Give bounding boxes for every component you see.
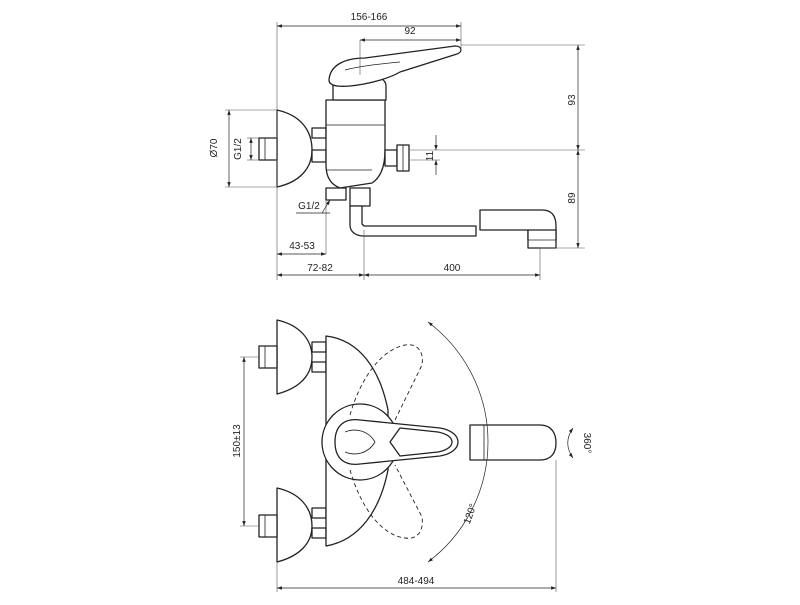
side-view: 156-166 92 93 11 89 Ø70 G1/2 G1/2 43-53 … xyxy=(209,12,585,280)
dim-depth-43-53: 43-53 xyxy=(289,241,315,252)
dim-spout-length: 400 xyxy=(444,263,461,274)
upper-inlet xyxy=(258,345,278,369)
lever-ghost-lower xyxy=(349,464,423,539)
dim-centers: 150±13 xyxy=(232,424,243,458)
dim-top-width: 156-166 xyxy=(351,12,388,23)
dim-depth-72-82: 72-82 xyxy=(307,263,333,274)
spout-aerator xyxy=(527,229,557,249)
dim-inlet-thread-bottom: G1/2 xyxy=(298,201,320,212)
rotation-arc-360 xyxy=(567,427,574,459)
wall-rosette xyxy=(276,109,313,188)
lower-inlet xyxy=(258,514,278,538)
dim-inlet-thread-wall: G1/2 xyxy=(233,138,244,160)
inlet-connector-lower xyxy=(311,149,327,163)
lower-rosette xyxy=(276,487,313,563)
wall-inlet xyxy=(258,137,278,161)
lever-ghost-upper xyxy=(349,344,423,421)
rotation-arc-120 xyxy=(427,321,489,563)
diverter-connector xyxy=(384,149,398,167)
dim-overall-length: 484-494 xyxy=(398,576,435,587)
mixer-body xyxy=(325,99,386,189)
dim-height-11: 11 xyxy=(425,150,436,161)
dim-height-89: 89 xyxy=(567,192,578,204)
spout xyxy=(349,205,477,237)
lever-handle xyxy=(328,45,462,87)
dim-spout-rotation: 360° xyxy=(581,433,592,454)
dim-handle-width: 92 xyxy=(404,26,416,37)
dim-wall-diameter: Ø70 xyxy=(209,138,220,157)
dim-height-93: 93 xyxy=(567,94,578,106)
spout-swivel xyxy=(349,187,371,207)
top-view: 150±13 484-494 120° 360° xyxy=(232,319,592,592)
inlet-connector-upper xyxy=(311,127,327,139)
bottom-inlet xyxy=(325,187,347,201)
spout-top xyxy=(469,424,557,461)
upper-rosette xyxy=(276,319,313,395)
dim-lever-rotation: 120° xyxy=(462,503,479,526)
